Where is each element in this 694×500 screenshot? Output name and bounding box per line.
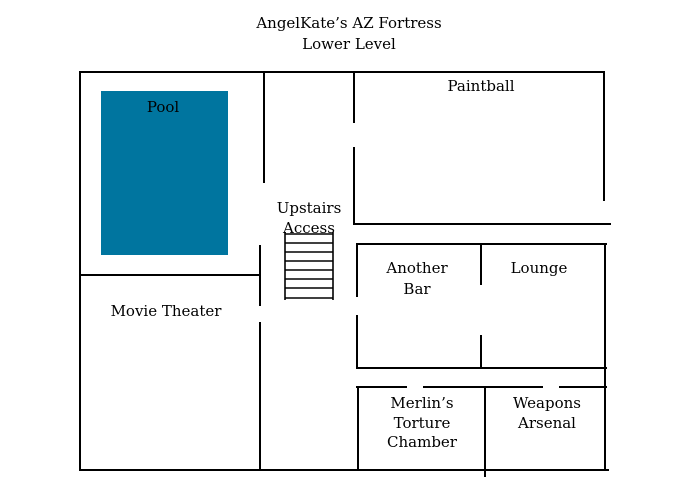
room-label-weapons-arsenal-line-2: Arsenal	[517, 414, 576, 432]
pool-area	[101, 91, 228, 255]
room-label-torture-chamber-line-2: Torture	[394, 414, 451, 432]
room-label-another-bar-line-1: Another	[385, 259, 448, 277]
room-label-upstairs-access-line-2: Access	[282, 219, 335, 237]
plan-title-line-1: AngelKate’s AZ Fortress	[255, 14, 441, 32]
room-label-weapons-arsenal-line-1: Weapons	[513, 394, 581, 412]
room-label-lounge: Lounge	[511, 259, 568, 277]
plan-title-line-2: Lower Level	[302, 35, 396, 53]
interior-walls	[79, 71, 611, 477]
room-label-upstairs-access-line-1: Upstairs	[277, 199, 342, 217]
room-label-another-bar-line-2: Bar	[403, 280, 431, 298]
room-label-movie-theater: Movie Theater	[111, 302, 223, 320]
outer-walls	[79, 71, 609, 471]
room-label-torture-chamber-line-1: Merlin’s	[390, 394, 453, 412]
room-label-torture-chamber-line-3: Chamber	[387, 433, 458, 451]
room-label-pool: Pool	[147, 98, 180, 116]
staircase	[284, 232, 334, 300]
room-label-paintball: Paintball	[448, 77, 515, 95]
